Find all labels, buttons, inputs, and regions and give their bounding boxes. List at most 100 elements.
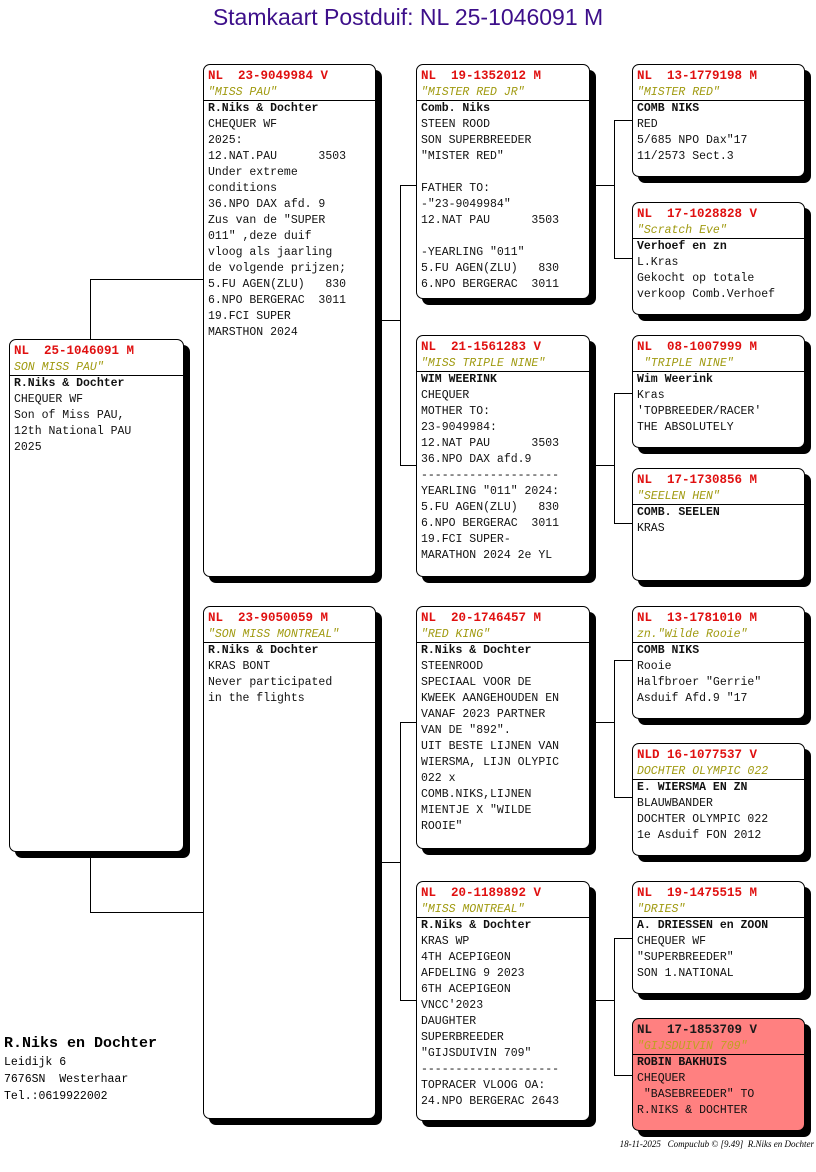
info-line: Asduif Afd.9 "17 [637, 692, 748, 705]
info-line: 6TH ACEPIGEON [421, 983, 511, 996]
info-line: KWEEK AANGEHOUDEN EN [421, 692, 560, 705]
info-line: 5/685 NPO Dax"17 [637, 134, 748, 147]
info-line: 6.NPO BERGERAC 3011 [421, 517, 560, 530]
breeder-phone: Tel.:0619922002 [4, 1090, 108, 1103]
pigeon-name: "MISTER RED" [633, 85, 804, 101]
info-line [417, 165, 589, 181]
info-line: STEEN ROOD [421, 118, 491, 131]
info-line: DAUGHTER [421, 1015, 477, 1028]
info-line: CHEQUER [637, 1072, 686, 1085]
info-line: 022 x [421, 772, 456, 785]
pigeon-name: "MISS TRIPLE NINE" [417, 356, 589, 372]
info-line: AFDELING 9 2023 [421, 967, 525, 980]
pigeon-card-subject[interactable]: NL 25-1046091 M SON MISS PAU"R.Niks & Do… [9, 339, 184, 852]
info-line: 5.FU AGEN(ZLU) 830 [421, 501, 560, 514]
ring-number: NL 17-1853709 V [637, 1023, 758, 1037]
pigeon-card-fm[interactable]: NL 21-1561283 V "MISS TRIPLE NINE"WIM WE… [416, 335, 590, 577]
info-line: Son of Miss PAU, [14, 409, 125, 422]
owner-line: ROBIN BAKHUIS [637, 1056, 727, 1069]
ring-number: NL 19-1475515 M [637, 886, 758, 900]
info-line: R.NIKS & DOCHTER [637, 1104, 748, 1117]
page-title: Stamkaart Postduif: NL 25-1046091 M [212, 4, 604, 30]
info-line [417, 229, 589, 245]
ring-number: NL 20-1746457 M [421, 611, 542, 625]
info-line: MARSTHON 2024 [208, 326, 298, 339]
owner-line: WIM WEERINK [421, 373, 497, 386]
ring-number: NL 20-1189892 V [421, 886, 542, 900]
ring-number: NL 23-9049984 V [208, 69, 329, 83]
owner-line: R.Niks & Dochter [421, 919, 532, 932]
info-line: "GIJSDUIVIN 709" [421, 1047, 532, 1060]
info-line: 19.FCI SUPER- [421, 533, 511, 546]
pigeon-card-mff[interactable]: NL 13-1781010 M zn."Wilde Rooie"COMB NIK… [632, 606, 805, 719]
info-line: -------------------- [421, 469, 560, 482]
pigeon-name: "SEELEN HEN" [633, 489, 804, 505]
info-line: WIERSMA, LIJN OLYPIC [421, 756, 560, 769]
pigeon-name: "MISS PAU" [204, 85, 375, 101]
info-line: CHEQUER [421, 389, 470, 402]
info-line: STEENROOD [421, 660, 484, 673]
owner-line: A. DRIESSEN en ZOON [637, 919, 769, 932]
info-line: Kras [637, 389, 665, 402]
pigeon-name: "MISTER RED JR" [417, 85, 589, 101]
pigeon-card-father[interactable]: NL 23-9049984 V "MISS PAU"R.Niks & Docht… [203, 64, 376, 577]
pigeon-card-mmm[interactable]: NL 17-1853709 V "GIJSDUIVIN 709"ROBIN BA… [632, 1018, 805, 1131]
info-line: SON SUPERBREEDER [421, 134, 532, 147]
owner-line: Wim Weerink [637, 373, 713, 386]
info-line: 5.FU AGEN(ZLU) 830 [421, 262, 560, 275]
owner-line: COMB NIKS [637, 644, 700, 657]
pigeon-name: DOCHTER OLYMPIC 022 [633, 764, 804, 780]
footer-credits: 18-11-2025 Compuclub © [9.49] R.Niks en … [619, 1139, 814, 1149]
breeder-address: Leidijk 6 [4, 1056, 67, 1069]
owner-line: COMB NIKS [637, 102, 700, 115]
pigeon-name: "DRIES" [633, 902, 804, 918]
info-line: -"23-9049984" [421, 198, 511, 211]
info-line: conditions [208, 182, 278, 195]
ring-number: NL 23-9050059 M [208, 611, 329, 625]
info-line: 1e Asduif FON 2012 [637, 829, 762, 842]
info-line: YEARLING "011" 2024: [421, 485, 560, 498]
info-line: KRAS WP [421, 935, 470, 948]
info-line: 23-9049984: [421, 421, 497, 434]
breeder-info: R.Niks en Dochter Leidijk 6 7676SN Weste… [4, 1034, 157, 1105]
pigeon-card-mother[interactable]: NL 23-9050059 M "SON MISS MONTREAL"R.Nik… [203, 606, 376, 1119]
info-line: "BASEBREEDER" TO [637, 1088, 755, 1101]
info-line: VANAF 2023 PARTNER [421, 708, 546, 721]
info-line: 19.FCI SUPER [208, 310, 291, 323]
info-line: -------------------- [421, 1063, 560, 1076]
ring-number: NLD 16-1077537 V [637, 748, 758, 762]
ring-number: NL 13-1781010 M [637, 611, 758, 625]
ring-number: NL 13-1779198 M [637, 69, 758, 83]
info-line: VNCC'2023 [421, 999, 484, 1012]
pigeon-name: "GIJSDUIVIN 709" [633, 1039, 804, 1055]
pigeon-card-fmm[interactable]: NL 17-1730856 M "SEELEN HEN"COMB. SEELEN… [632, 468, 805, 581]
pigeon-card-fmf[interactable]: NL 08-1007999 M "TRIPLE NINE"Wim Weerink… [632, 335, 805, 448]
info-line: FATHER TO: [421, 182, 491, 195]
info-line: Zus van de "SUPER [208, 214, 326, 227]
info-line: "MISTER RED" [421, 150, 504, 163]
pigeon-name: "TRIPLE NINE" [633, 356, 804, 372]
pigeon-card-ffm[interactable]: NL 17-1028828 V "Scratch Eve"Verhoef en … [632, 202, 805, 315]
owner-line: R.Niks & Dochter [421, 644, 532, 657]
info-line: in the flights [208, 692, 305, 705]
info-line: 6.NPO BERGERAC 3011 [208, 294, 347, 307]
pigeon-card-mf[interactable]: NL 20-1746457 M "RED KING"R.Niks & Docht… [416, 606, 590, 849]
pigeon-card-ff[interactable]: NL 19-1352012 M "MISTER RED JR"Comb. Nik… [416, 64, 590, 299]
pigeon-card-mmf[interactable]: NL 19-1475515 M "DRIES"A. DRIESSEN en ZO… [632, 881, 805, 994]
pigeon-card-mm[interactable]: NL 20-1189892 V "MISS MONTREAL"R.Niks & … [416, 881, 590, 1121]
info-line: ROOIE" [421, 820, 463, 833]
pigeon-name: "SON MISS MONTREAL" [204, 627, 375, 643]
info-line: KRAS [637, 522, 665, 535]
ring-number: NL 08-1007999 M [637, 340, 758, 354]
info-line: verkoop Comb.Verhoef [637, 288, 776, 301]
info-line: SON 1.NATIONAL [637, 967, 734, 980]
info-line: 'TOPBREEDER/RACER' [637, 405, 762, 418]
owner-line: R.Niks & Dochter [208, 102, 319, 115]
info-line: Never participated [208, 676, 333, 689]
owner-line: Comb. Niks [421, 102, 491, 115]
info-line: KRAS BONT [208, 660, 271, 673]
owner-line: Verhoef en zn [637, 240, 727, 253]
pigeon-name: "RED KING" [417, 627, 589, 643]
